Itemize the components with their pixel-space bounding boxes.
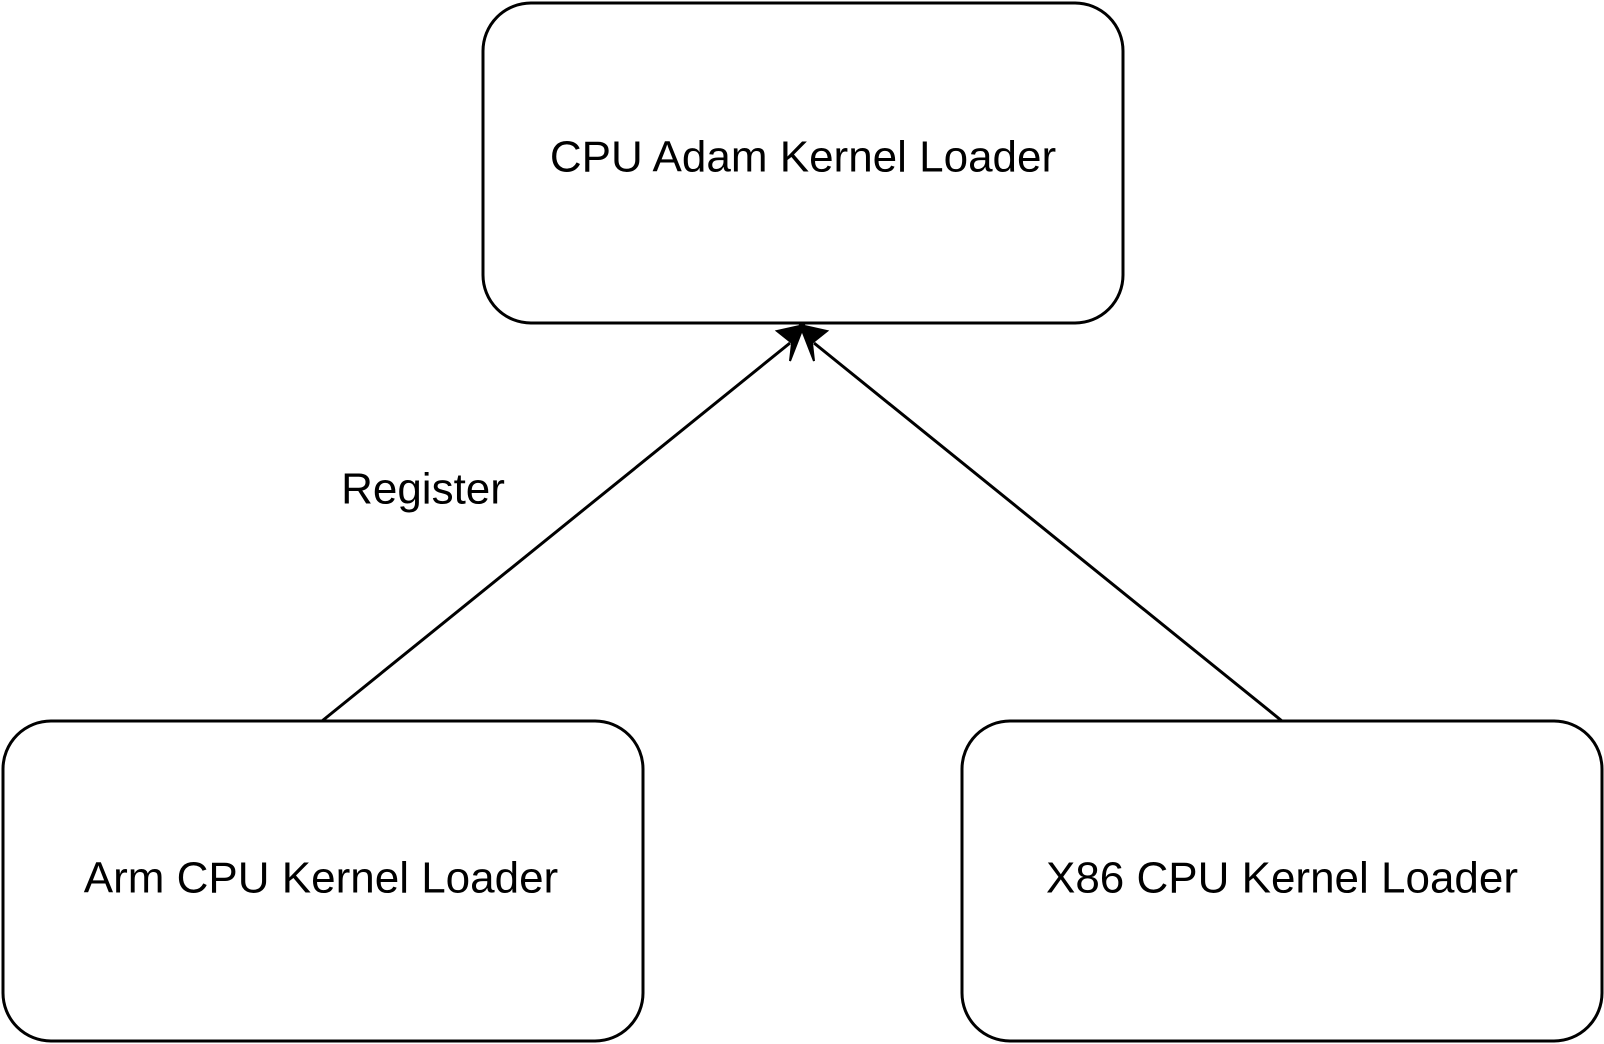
node-label-left: Arm CPU Kernel Loader: [84, 854, 558, 903]
arrowhead-arm-to-adam: [774, 323, 806, 362]
node-cpu-adam-kernel-loader: CPU Adam Kernel Loader: [481, 1, 1125, 325]
arrowhead-x86-to-adam: [798, 323, 830, 362]
node-box-left: [1, 719, 645, 1043]
edge-line-x86-to-adam: [813, 341, 1283, 723]
node-label-top: CPU Adam Kernel Loader: [550, 133, 1056, 182]
edge-label-register: Register: [341, 465, 505, 514]
edge-arm-to-adam: [321, 323, 806, 723]
node-arm-cpu-kernel-loader: Arm CPU Kernel Loader: [1, 719, 645, 1043]
edge-x86-to-adam: [798, 323, 1283, 723]
edge-line-arm-to-adam: [321, 341, 791, 723]
node-x86-cpu-kernel-loader: X86 CPU Kernel Loader: [960, 719, 1604, 1043]
node-box-right: [960, 719, 1604, 1043]
node-box-top: [481, 1, 1125, 325]
node-label-right: X86 CPU Kernel Loader: [1046, 854, 1518, 903]
